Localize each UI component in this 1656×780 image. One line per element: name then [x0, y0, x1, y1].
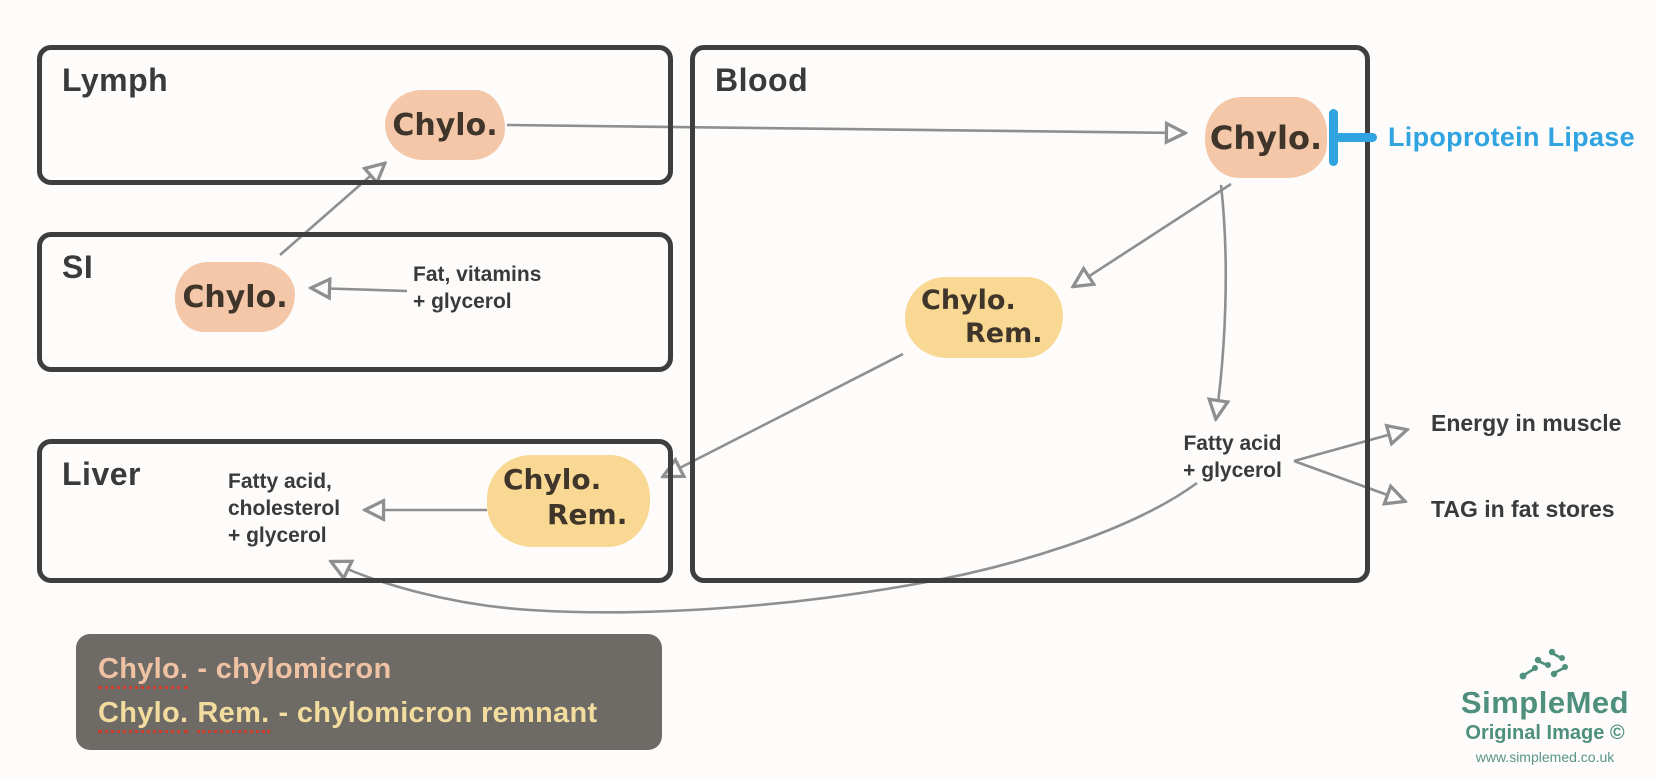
- brand-name: SimpleMed: [1460, 685, 1630, 720]
- tag-in-fat-stores-label: TAG in fat stores: [1431, 496, 1615, 522]
- pill-text-line1: Chylo.: [921, 285, 1016, 316]
- simplemed-branding: SimpleMed Original Image © www.simplemed…: [1415, 645, 1656, 765]
- lymph-box-label: Lymph: [62, 62, 169, 98]
- pill-chylomicron-lymph: Chylo.: [385, 90, 505, 160]
- pill-chylomicron-remnant-liver: Chylo. Rem.: [487, 455, 650, 547]
- inhibition-stem: [1335, 133, 1377, 142]
- brand-url: www.simplemed.co.uk: [1475, 749, 1615, 765]
- legend-term: Chylo.: [98, 697, 189, 733]
- blood-box-label: Blood: [715, 62, 809, 98]
- legend-term: Rem.: [197, 697, 270, 733]
- pill-chylomicron-si: Chylo.: [175, 262, 295, 332]
- blood-products-label: Fatty acid + glycerol: [1183, 432, 1282, 482]
- blood-box: Blood: [690, 45, 1370, 583]
- pill-text: Chylo.: [182, 279, 288, 315]
- lymph-box: Lymph: [37, 45, 673, 185]
- legend-line-chylomicron: Chylo.- chylomicron: [98, 653, 391, 689]
- pill-chylomicron-remnant-blood: Chylo. Rem.: [905, 277, 1063, 358]
- liver-products-label: Fatty acid, cholesterol + glycerol: [228, 470, 341, 547]
- pill-text-line1: Chylo.: [503, 463, 602, 496]
- si-box-label: SI: [62, 249, 94, 285]
- liver-box-label: Liver: [62, 456, 141, 492]
- pill-text: Chylo.: [392, 107, 498, 143]
- legend-line-chylomicron-remnant: Chylo.Rem.- chylomicron remnant: [98, 697, 597, 733]
- pill-text: Chylo.: [1209, 118, 1323, 157]
- brand-subtitle: Original Image ©: [1465, 722, 1625, 744]
- inhibition-tbar-icon: [1329, 109, 1338, 166]
- energy-in-muscle-label: Energy in muscle: [1431, 410, 1622, 436]
- pill-chylomicron-blood: Chylo.: [1205, 97, 1327, 178]
- pill-text-line2: Rem.: [547, 498, 628, 531]
- liver-box: Liver: [37, 439, 673, 583]
- fat-vitamins-label: Fat, vitamins + glycerol: [413, 263, 542, 313]
- legend-box: Chylo.- chylomicron Chylo.Rem.- chylomic…: [76, 634, 662, 750]
- pill-text-line2: Rem.: [965, 318, 1043, 349]
- legend-term: Chylo.: [98, 653, 189, 689]
- lipoprotein-lipase-label: Lipoprotein Lipase: [1388, 122, 1635, 152]
- si-box: SI: [37, 232, 673, 372]
- molecule-dots-icon: [1519, 648, 1568, 680]
